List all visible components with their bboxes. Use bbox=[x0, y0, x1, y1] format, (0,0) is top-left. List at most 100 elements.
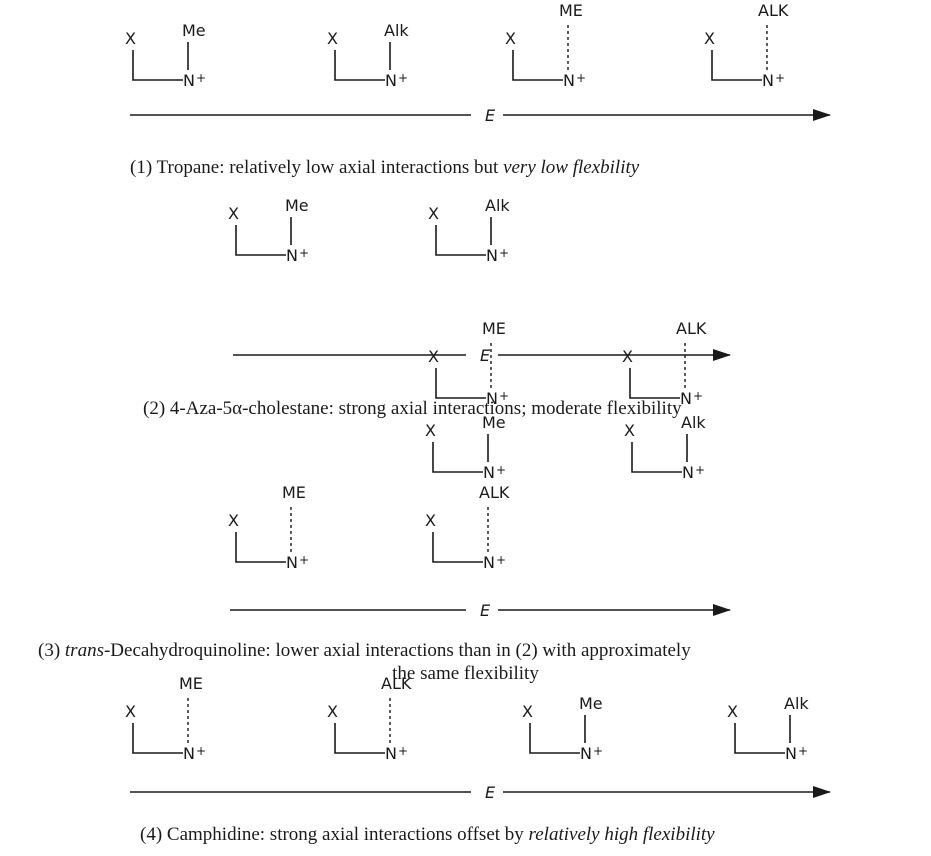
x-group-label: X bbox=[327, 29, 338, 48]
x-group-label: X bbox=[624, 421, 635, 440]
nitrogen-label: N bbox=[486, 389, 498, 408]
ring-bond bbox=[334, 50, 385, 81]
ring-bond bbox=[529, 723, 580, 754]
nitrogen-label: N bbox=[486, 246, 498, 265]
ring-bond bbox=[629, 368, 680, 399]
caption-row-2: (2) 4-Aza-5α-cholestane: strong axial in… bbox=[143, 398, 682, 420]
nitrogen-label: N bbox=[483, 463, 495, 482]
charge-label: + bbox=[798, 744, 808, 758]
charge-label: + bbox=[496, 463, 506, 477]
conformer-fragment: X N+ Alk bbox=[327, 21, 409, 90]
conformer-fragment: XN+ALK bbox=[425, 483, 510, 572]
nitrogen-label: N bbox=[483, 553, 495, 572]
conformer-fragment: XN+Me bbox=[425, 413, 506, 482]
substituent-label: Alk bbox=[784, 694, 809, 713]
energy-arrow: E bbox=[130, 106, 831, 125]
nitrogen-label: N bbox=[762, 71, 774, 90]
nitrogen-label: N bbox=[286, 246, 298, 265]
conformer-fragment: X N+ Alk bbox=[624, 413, 706, 482]
conformer-fragment: X N+ Me bbox=[125, 21, 206, 90]
ring-bond bbox=[235, 532, 286, 563]
conformer-fragment: XN+Alk bbox=[727, 694, 809, 763]
x-group-label: X bbox=[522, 702, 533, 721]
charge-label: + bbox=[398, 71, 408, 85]
x-group-label: X bbox=[125, 29, 136, 48]
conformer-fragment: X N+ ALK bbox=[704, 1, 789, 90]
conformer-fragment: X N+ ME bbox=[428, 319, 509, 408]
energy-arrow: E bbox=[230, 601, 731, 620]
charge-label: + bbox=[299, 246, 309, 260]
conformer-fragment: XN+ME bbox=[125, 674, 206, 763]
substituent-label: ALK bbox=[381, 674, 412, 693]
charge-label: + bbox=[398, 744, 408, 758]
x-group-label: X bbox=[622, 347, 633, 366]
conformer-fragment: XN+ALK bbox=[622, 319, 707, 408]
nitrogen-label: N bbox=[385, 71, 397, 90]
nitrogen-label: N bbox=[682, 463, 694, 482]
energy-label: E bbox=[485, 783, 496, 802]
energy-arrow: E bbox=[130, 783, 831, 802]
charge-label: + bbox=[499, 389, 509, 403]
charge-label: + bbox=[499, 246, 509, 260]
substituent-label: ME bbox=[282, 483, 306, 502]
substituent-label: ME bbox=[482, 319, 506, 338]
nitrogen-label: N bbox=[183, 71, 195, 90]
nitrogen-label: N bbox=[286, 553, 298, 572]
conformer-fragment: XN+Me bbox=[228, 196, 309, 265]
energy-label: E bbox=[480, 601, 491, 620]
x-group-label: X bbox=[704, 29, 715, 48]
substituent-label: ALK bbox=[479, 483, 510, 502]
nitrogen-label: N bbox=[580, 744, 592, 763]
caption-row-1-italic: very low flexbility bbox=[503, 157, 640, 178]
conformer-fragment: XN+ALK bbox=[327, 674, 412, 763]
caption-row-3: (3) trans-Decahydroquinoline: lower axia… bbox=[38, 640, 691, 662]
x-group-label: X bbox=[327, 702, 338, 721]
ring-bond bbox=[711, 50, 762, 81]
ring-bond bbox=[435, 225, 486, 256]
x-group-label: X bbox=[228, 511, 239, 530]
ring-bond bbox=[334, 723, 385, 754]
caption-row-3-line2-text: the same flexibility bbox=[392, 663, 539, 684]
charge-label: + bbox=[693, 389, 703, 403]
ring-bond bbox=[435, 368, 486, 399]
caption-row-3-number: (3) bbox=[38, 640, 65, 661]
ring-bond bbox=[132, 50, 183, 81]
substituent-label: Alk bbox=[485, 196, 510, 215]
substituent-label: Me bbox=[182, 21, 206, 40]
caption-row-3-text: -Decahydroquinoline: lower axial interac… bbox=[103, 640, 691, 661]
charge-label: + bbox=[695, 463, 705, 477]
caption-row-4: (4) Camphidine: strong axial interaction… bbox=[140, 824, 715, 846]
x-group-label: X bbox=[425, 421, 436, 440]
x-group-label: X bbox=[425, 511, 436, 530]
x-group-label: X bbox=[228, 204, 239, 223]
caption-row-4-italic: relatively high flexibility bbox=[528, 824, 715, 845]
ring-bond bbox=[235, 225, 286, 256]
nitrogen-label: N bbox=[563, 71, 575, 90]
substituent-label: ME bbox=[559, 1, 583, 20]
ring-bond bbox=[512, 50, 563, 81]
conformer-fragment: X N+ Me bbox=[522, 694, 603, 763]
x-group-label: X bbox=[428, 347, 439, 366]
substituent-label: ALK bbox=[758, 1, 789, 20]
charge-label: + bbox=[576, 71, 586, 85]
caption-row-2-text: (2) 4-Aza-5α-cholestane: strong axial in… bbox=[143, 398, 682, 419]
x-group-label: X bbox=[428, 204, 439, 223]
substituent-label: Me bbox=[579, 694, 603, 713]
substituent-label: Alk bbox=[681, 413, 706, 432]
energy-label: E bbox=[485, 106, 496, 125]
caption-row-4-text: (4) Camphidine: strong axial interaction… bbox=[140, 824, 529, 845]
caption-row-1: (1) Tropane: relatively low axial intera… bbox=[130, 157, 639, 179]
charge-label: + bbox=[775, 71, 785, 85]
charge-label: + bbox=[196, 744, 206, 758]
caption-row-1-text: (1) Tropane: relatively low axial intera… bbox=[130, 157, 504, 178]
charge-label: + bbox=[196, 71, 206, 85]
caption-row-3-italic: trans bbox=[64, 640, 104, 661]
conformer-fragment: X N+ Alk bbox=[428, 196, 510, 265]
energy-arrow: E bbox=[233, 346, 731, 365]
charge-label: + bbox=[593, 744, 603, 758]
substituent-label: Alk bbox=[384, 21, 409, 40]
x-group-label: X bbox=[727, 702, 738, 721]
caption-row-3-line2: the same flexibility bbox=[0, 663, 931, 685]
ring-bond bbox=[734, 723, 785, 754]
